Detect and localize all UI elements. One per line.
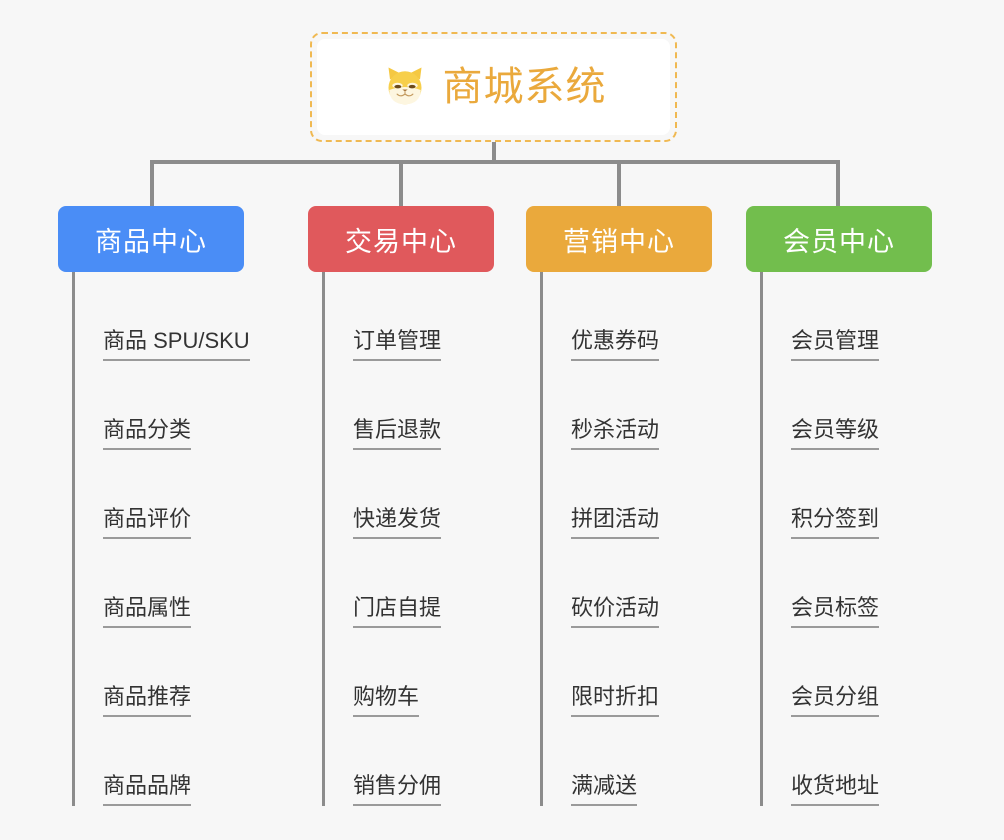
leaf-item-label: 收货地址 bbox=[791, 775, 880, 806]
branch-column-member: 会员中心会员管理会员等级积分签到会员标签会员分组收货地址 bbox=[746, 206, 932, 806]
leaf-item[interactable]: 会员标签 bbox=[763, 539, 932, 628]
category-box[interactable]: 交易中心 bbox=[308, 206, 494, 272]
connector-drop-4 bbox=[836, 160, 840, 206]
leaf-list: 商品 SPU/SKU 商品分类商品评价商品属性商品推荐商品品牌 bbox=[72, 272, 250, 806]
leaf-item[interactable]: 收货地址 bbox=[763, 717, 932, 806]
connector-drop-3 bbox=[617, 160, 621, 206]
leaf-item-label: 商品评价 bbox=[103, 508, 192, 539]
leaf-item-label: 砍价活动 bbox=[571, 597, 660, 628]
leaf-list: 优惠券码秒杀活动拼团活动砍价活动限时折扣满减送 bbox=[540, 272, 712, 806]
leaf-item[interactable]: 秒杀活动 bbox=[543, 361, 712, 450]
leaf-item[interactable]: 商品品牌 bbox=[75, 717, 244, 806]
connector-drop-2 bbox=[399, 160, 403, 206]
leaf-item-label: 商品品牌 bbox=[103, 775, 192, 806]
leaf-item-label: 销售分佣 bbox=[353, 775, 442, 806]
leaf-item[interactable]: 优惠券码 bbox=[543, 272, 712, 361]
leaf-item-label: 商品分类 bbox=[103, 419, 192, 450]
leaf-item-label: 拼团活动 bbox=[571, 508, 660, 539]
leaf-item-label: 商品 SPU/SKU bbox=[103, 330, 250, 361]
leaf-item[interactable]: 会员管理 bbox=[763, 272, 932, 361]
leaf-item[interactable]: 商品分类 bbox=[75, 361, 244, 450]
leaf-item-label: 订单管理 bbox=[353, 330, 442, 361]
leaf-item-label: 优惠券码 bbox=[571, 330, 660, 361]
leaf-item[interactable]: 售后退款 bbox=[325, 361, 494, 450]
leaf-item[interactable]: 商品属性 bbox=[75, 539, 244, 628]
leaf-item[interactable]: 快递发货 bbox=[325, 450, 494, 539]
leaf-item-label: 会员等级 bbox=[791, 419, 880, 450]
leaf-item[interactable]: 满减送 bbox=[543, 717, 712, 806]
root-node-card[interactable]: 商城系统 bbox=[310, 32, 677, 142]
leaf-item[interactable]: 订单管理 bbox=[325, 272, 494, 361]
leaf-list: 订单管理售后退款快递发货门店自提购物车销售分佣 bbox=[322, 272, 494, 806]
connector-horizontal-bus bbox=[150, 160, 840, 164]
leaf-item-label: 售后退款 bbox=[353, 419, 442, 450]
leaf-item[interactable]: 门店自提 bbox=[325, 539, 494, 628]
leaf-item[interactable]: 购物车 bbox=[325, 628, 494, 717]
connector-drop-1 bbox=[150, 160, 154, 206]
leaf-item-label: 秒杀活动 bbox=[571, 419, 660, 450]
category-box[interactable]: 商品中心 bbox=[58, 206, 244, 272]
branch-column-marketing: 营销中心优惠券码秒杀活动拼团活动砍价活动限时折扣满减送 bbox=[526, 206, 712, 806]
connector-root-stem bbox=[492, 142, 496, 162]
category-box[interactable]: 会员中心 bbox=[746, 206, 932, 272]
page-title: 商城系统 bbox=[442, 65, 607, 109]
category-box[interactable]: 营销中心 bbox=[526, 206, 712, 272]
leaf-item[interactable]: 限时折扣 bbox=[543, 628, 712, 717]
leaf-item-label: 会员管理 bbox=[791, 330, 880, 361]
branch-column-product: 商品中心商品 SPU/SKU 商品分类商品评价商品属性商品推荐商品品牌 bbox=[58, 206, 250, 806]
leaf-item-label: 限时折扣 bbox=[571, 686, 660, 717]
root-node-inner: 商城系统 bbox=[317, 39, 670, 135]
leaf-item[interactable]: 商品评价 bbox=[75, 450, 244, 539]
leaf-item[interactable]: 销售分佣 bbox=[325, 717, 494, 806]
leaf-item[interactable]: 砍价活动 bbox=[543, 539, 712, 628]
shiba-inu-icon bbox=[381, 63, 429, 111]
leaf-item[interactable]: 会员等级 bbox=[763, 361, 932, 450]
leaf-item-label: 购物车 bbox=[353, 686, 420, 717]
leaf-item-label: 积分签到 bbox=[791, 508, 880, 539]
leaf-item[interactable]: 会员分组 bbox=[763, 628, 932, 717]
leaf-list: 会员管理会员等级积分签到会员标签会员分组收货地址 bbox=[760, 272, 932, 806]
leaf-item-label: 商品属性 bbox=[103, 597, 192, 628]
leaf-item[interactable]: 商品推荐 bbox=[75, 628, 244, 717]
leaf-item-label: 会员分组 bbox=[791, 686, 880, 717]
leaf-item-label: 会员标签 bbox=[791, 597, 880, 628]
leaf-item-label: 满减送 bbox=[571, 775, 638, 806]
leaf-item-label: 商品推荐 bbox=[103, 686, 192, 717]
leaf-item[interactable]: 商品 SPU/SKU bbox=[75, 272, 250, 361]
leaf-item[interactable]: 拼团活动 bbox=[543, 450, 712, 539]
leaf-item[interactable]: 积分签到 bbox=[763, 450, 932, 539]
leaf-item-label: 门店自提 bbox=[353, 597, 442, 628]
leaf-item-label: 快递发货 bbox=[353, 508, 442, 539]
branch-column-trade: 交易中心订单管理售后退款快递发货门店自提购物车销售分佣 bbox=[308, 206, 494, 806]
